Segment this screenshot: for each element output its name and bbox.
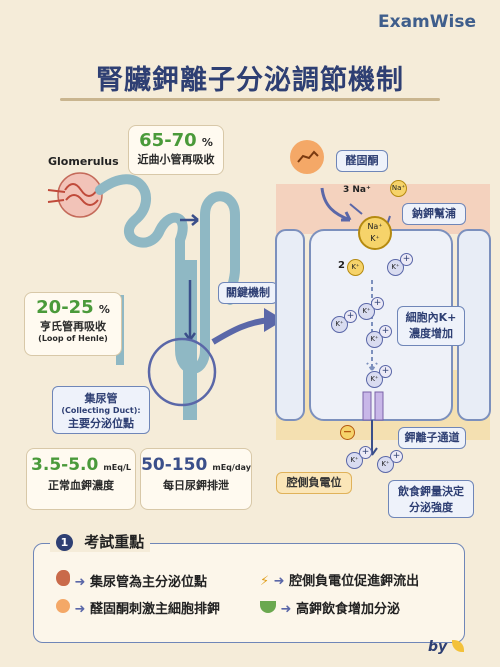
diet-line2: 分泌強度	[409, 501, 453, 514]
pump-k: K⁺	[370, 234, 380, 243]
potassium-ion-2: K⁺	[358, 303, 375, 320]
title-underline	[60, 98, 440, 101]
exam-item-3-text: 醛固酮刺激主細胞排鉀	[89, 602, 220, 617]
serum-value: 3.5-5.0	[31, 455, 99, 475]
loop-unit: %	[98, 303, 110, 316]
nephron-tubule	[95, 174, 240, 374]
collecting-duct-tag: 集尿管 (Collecting Duct): 主要分泌位點	[52, 386, 150, 434]
negative-charge-icon: −	[340, 425, 355, 440]
potassium-ion-in: K⁺	[347, 259, 364, 276]
loop-desc: 亨氏管再吸收	[40, 320, 106, 333]
pct-reabsorption-card: 65-70 % 近曲小管再吸收	[128, 125, 224, 175]
potassium-ion-5: K⁺	[366, 371, 383, 388]
glomerulus-label: Glomerulus	[48, 155, 119, 168]
k-increase-tag: 細胞內K+ 濃度增加	[397, 306, 465, 346]
loop-value: 20-25	[36, 297, 94, 318]
lightning-icon: ⚡	[260, 574, 270, 589]
exam-item-1-text: 集尿管為主分泌位點	[89, 575, 207, 590]
serum-unit: mEq/L	[103, 463, 131, 472]
sodium-ion-out: Na⁺	[390, 180, 407, 197]
pct-value: 65-70	[139, 130, 197, 151]
potassium-charge-5: +	[379, 365, 392, 378]
brand-logo: ExamWise	[378, 12, 476, 32]
key-mechanism-arrow	[211, 308, 284, 345]
loop-sub: (Loop of Henle)	[38, 334, 108, 343]
urine-value: 50-150	[141, 455, 208, 475]
aldosterone-icon	[290, 140, 324, 174]
potassium-ion-4: K⁺	[366, 331, 383, 348]
cell-left	[275, 229, 305, 421]
urine-potassium-card: 50-150 mEq/day 每日尿鉀排泄	[140, 448, 252, 510]
pump-tag: 鈉鉀幫浦	[402, 203, 466, 225]
exam-item-2: ⚡ ➜ 腔側負電位促進鉀流出	[260, 574, 420, 589]
key-mechanism-tag: 關鍵機制	[218, 282, 278, 304]
sodium-potassium-pump: Na⁺ K⁺	[358, 216, 392, 250]
loop-reabsorption-card: 20-25 % 亨氏管再吸收 (Loop of Henle)	[24, 292, 122, 356]
exam-item-1: ➜ 集尿管為主分泌位點	[56, 570, 207, 590]
potassium-ion-lumen-1: K⁺	[346, 452, 363, 469]
k-increase-line1: 細胞內K+	[405, 311, 457, 324]
exam-points-panel	[33, 543, 465, 643]
potassium-charge-2: +	[371, 297, 384, 310]
exam-item-3: ➜ 醛固酮刺激主細胞排鉀	[56, 598, 220, 617]
urine-unit: mEq/day	[212, 463, 251, 472]
signature-text: by	[428, 639, 448, 655]
potassium-charge-3: +	[344, 310, 357, 323]
exam-title-text: 考試重點	[84, 533, 145, 551]
exam-number-badge: 1	[56, 534, 73, 551]
diet-tag: 飲食鉀量決定 分泌強度	[388, 480, 474, 518]
salad-icon	[260, 601, 276, 613]
exam-points-title: 1 考試重點	[50, 531, 151, 552]
nephron-illustration	[47, 172, 240, 420]
serum-potassium-card: 3.5-5.0 mEq/L 正常血鉀濃度	[26, 448, 136, 510]
collecting-sub: (Collecting Duct):	[61, 406, 141, 415]
serum-desc: 正常血鉀濃度	[48, 479, 114, 492]
banana-icon	[452, 640, 465, 652]
kidney-icon	[56, 570, 70, 586]
potassium-charge-lumen-1: +	[359, 446, 372, 459]
molecule-icon	[56, 599, 70, 613]
collecting-duct-highlight	[147, 337, 217, 407]
pct-unit: %	[201, 136, 213, 149]
exam-item-4-text: 高鉀飲食增加分泌	[295, 602, 400, 617]
potassium-charge-1: +	[400, 253, 413, 266]
potassium-ion-3: K⁺	[331, 316, 348, 333]
aldosterone-tag: 醛固酮	[336, 150, 388, 172]
channel-tag: 鉀離子通道	[398, 427, 466, 449]
signature: by	[428, 639, 465, 655]
potassium-charge-4: +	[379, 325, 392, 338]
collecting-desc: 主要分泌位點	[68, 417, 134, 430]
potassium-count-label: 2	[338, 260, 345, 271]
exam-item-4: ➜ 高鉀飲食增加分泌	[260, 598, 400, 617]
k-increase-line2: 濃度增加	[409, 327, 453, 340]
potassium-charge-lumen-2: +	[390, 450, 403, 463]
lumen-potential-tag: 腔側負電位	[276, 472, 352, 494]
potassium-ion-lumen-2: K⁺	[377, 456, 394, 473]
sodium-label: 3 Na⁺	[343, 185, 371, 195]
diet-line1: 飲食鉀量決定	[398, 485, 464, 498]
pump-na: Na⁺	[367, 222, 383, 231]
pct-desc: 近曲小管再吸收	[137, 153, 215, 166]
potassium-ion-1: K⁺	[387, 259, 404, 276]
page-title: 腎臟鉀離子分泌調節機制	[96, 65, 404, 96]
urine-desc: 每日尿鉀排泄	[163, 479, 229, 492]
collecting-title: 集尿管	[84, 392, 118, 405]
exam-item-2-text: 腔側負電位促進鉀流出	[289, 574, 420, 589]
glomerulus-icon	[47, 172, 103, 218]
